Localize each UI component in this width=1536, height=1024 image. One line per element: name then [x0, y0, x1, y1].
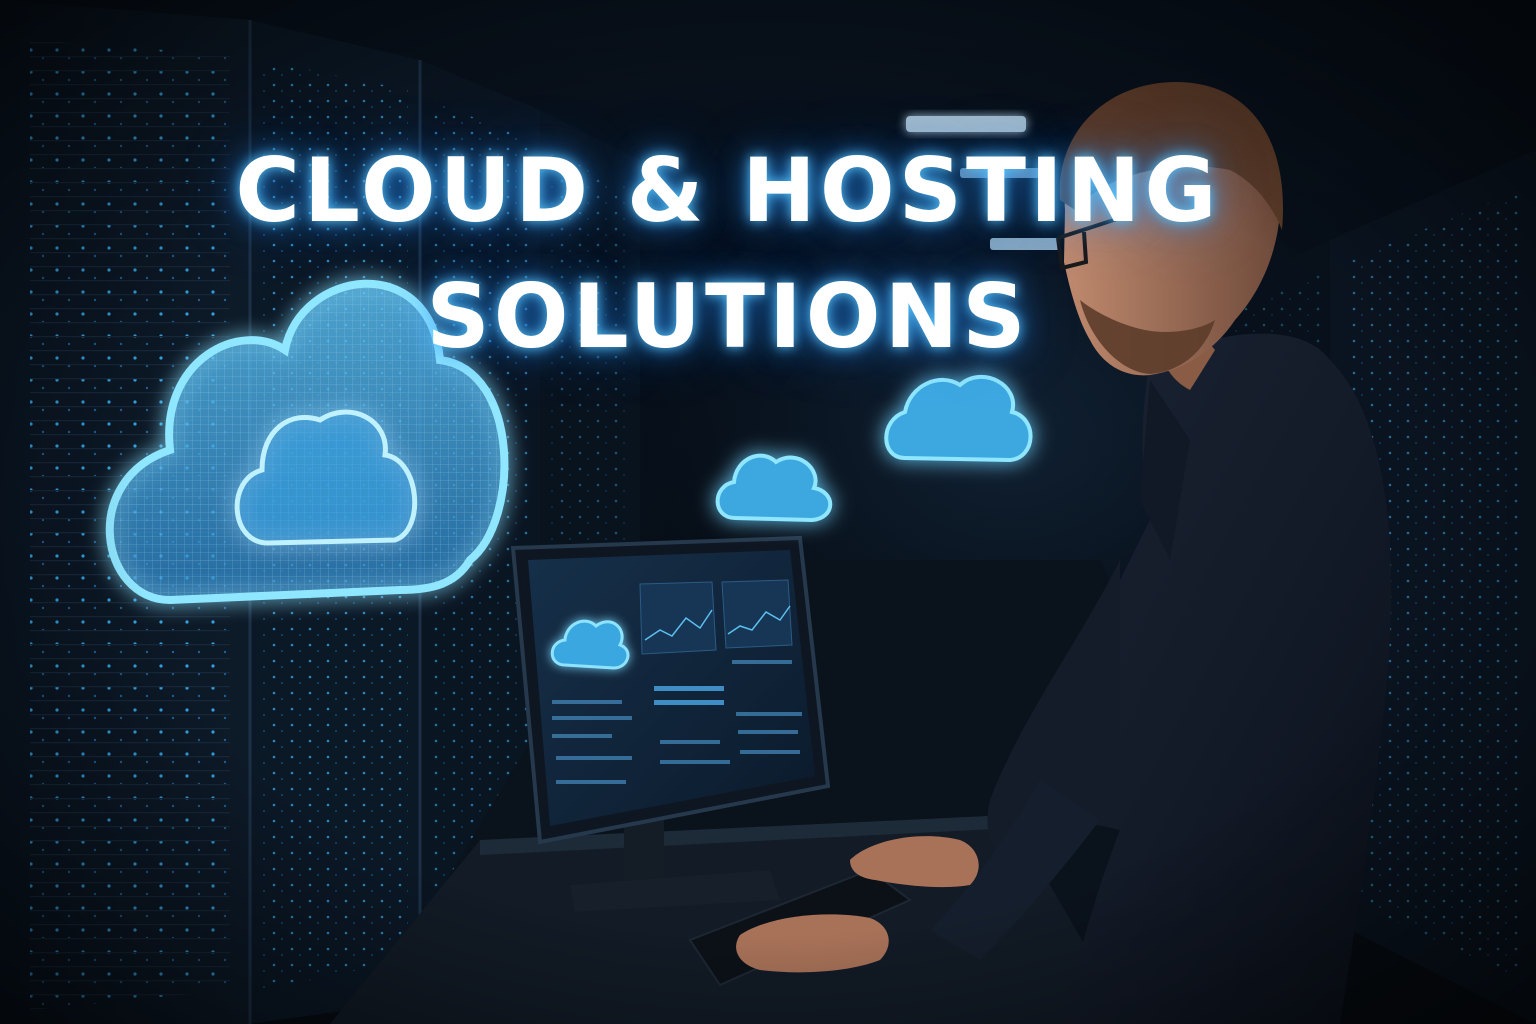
headline-line-1: CLOUD & HOSTING	[235, 139, 1221, 242]
headline-line-2: SOLUTIONS	[426, 265, 1030, 368]
headline: CLOUD & HOSTING SOLUTIONS	[0, 128, 1456, 380]
